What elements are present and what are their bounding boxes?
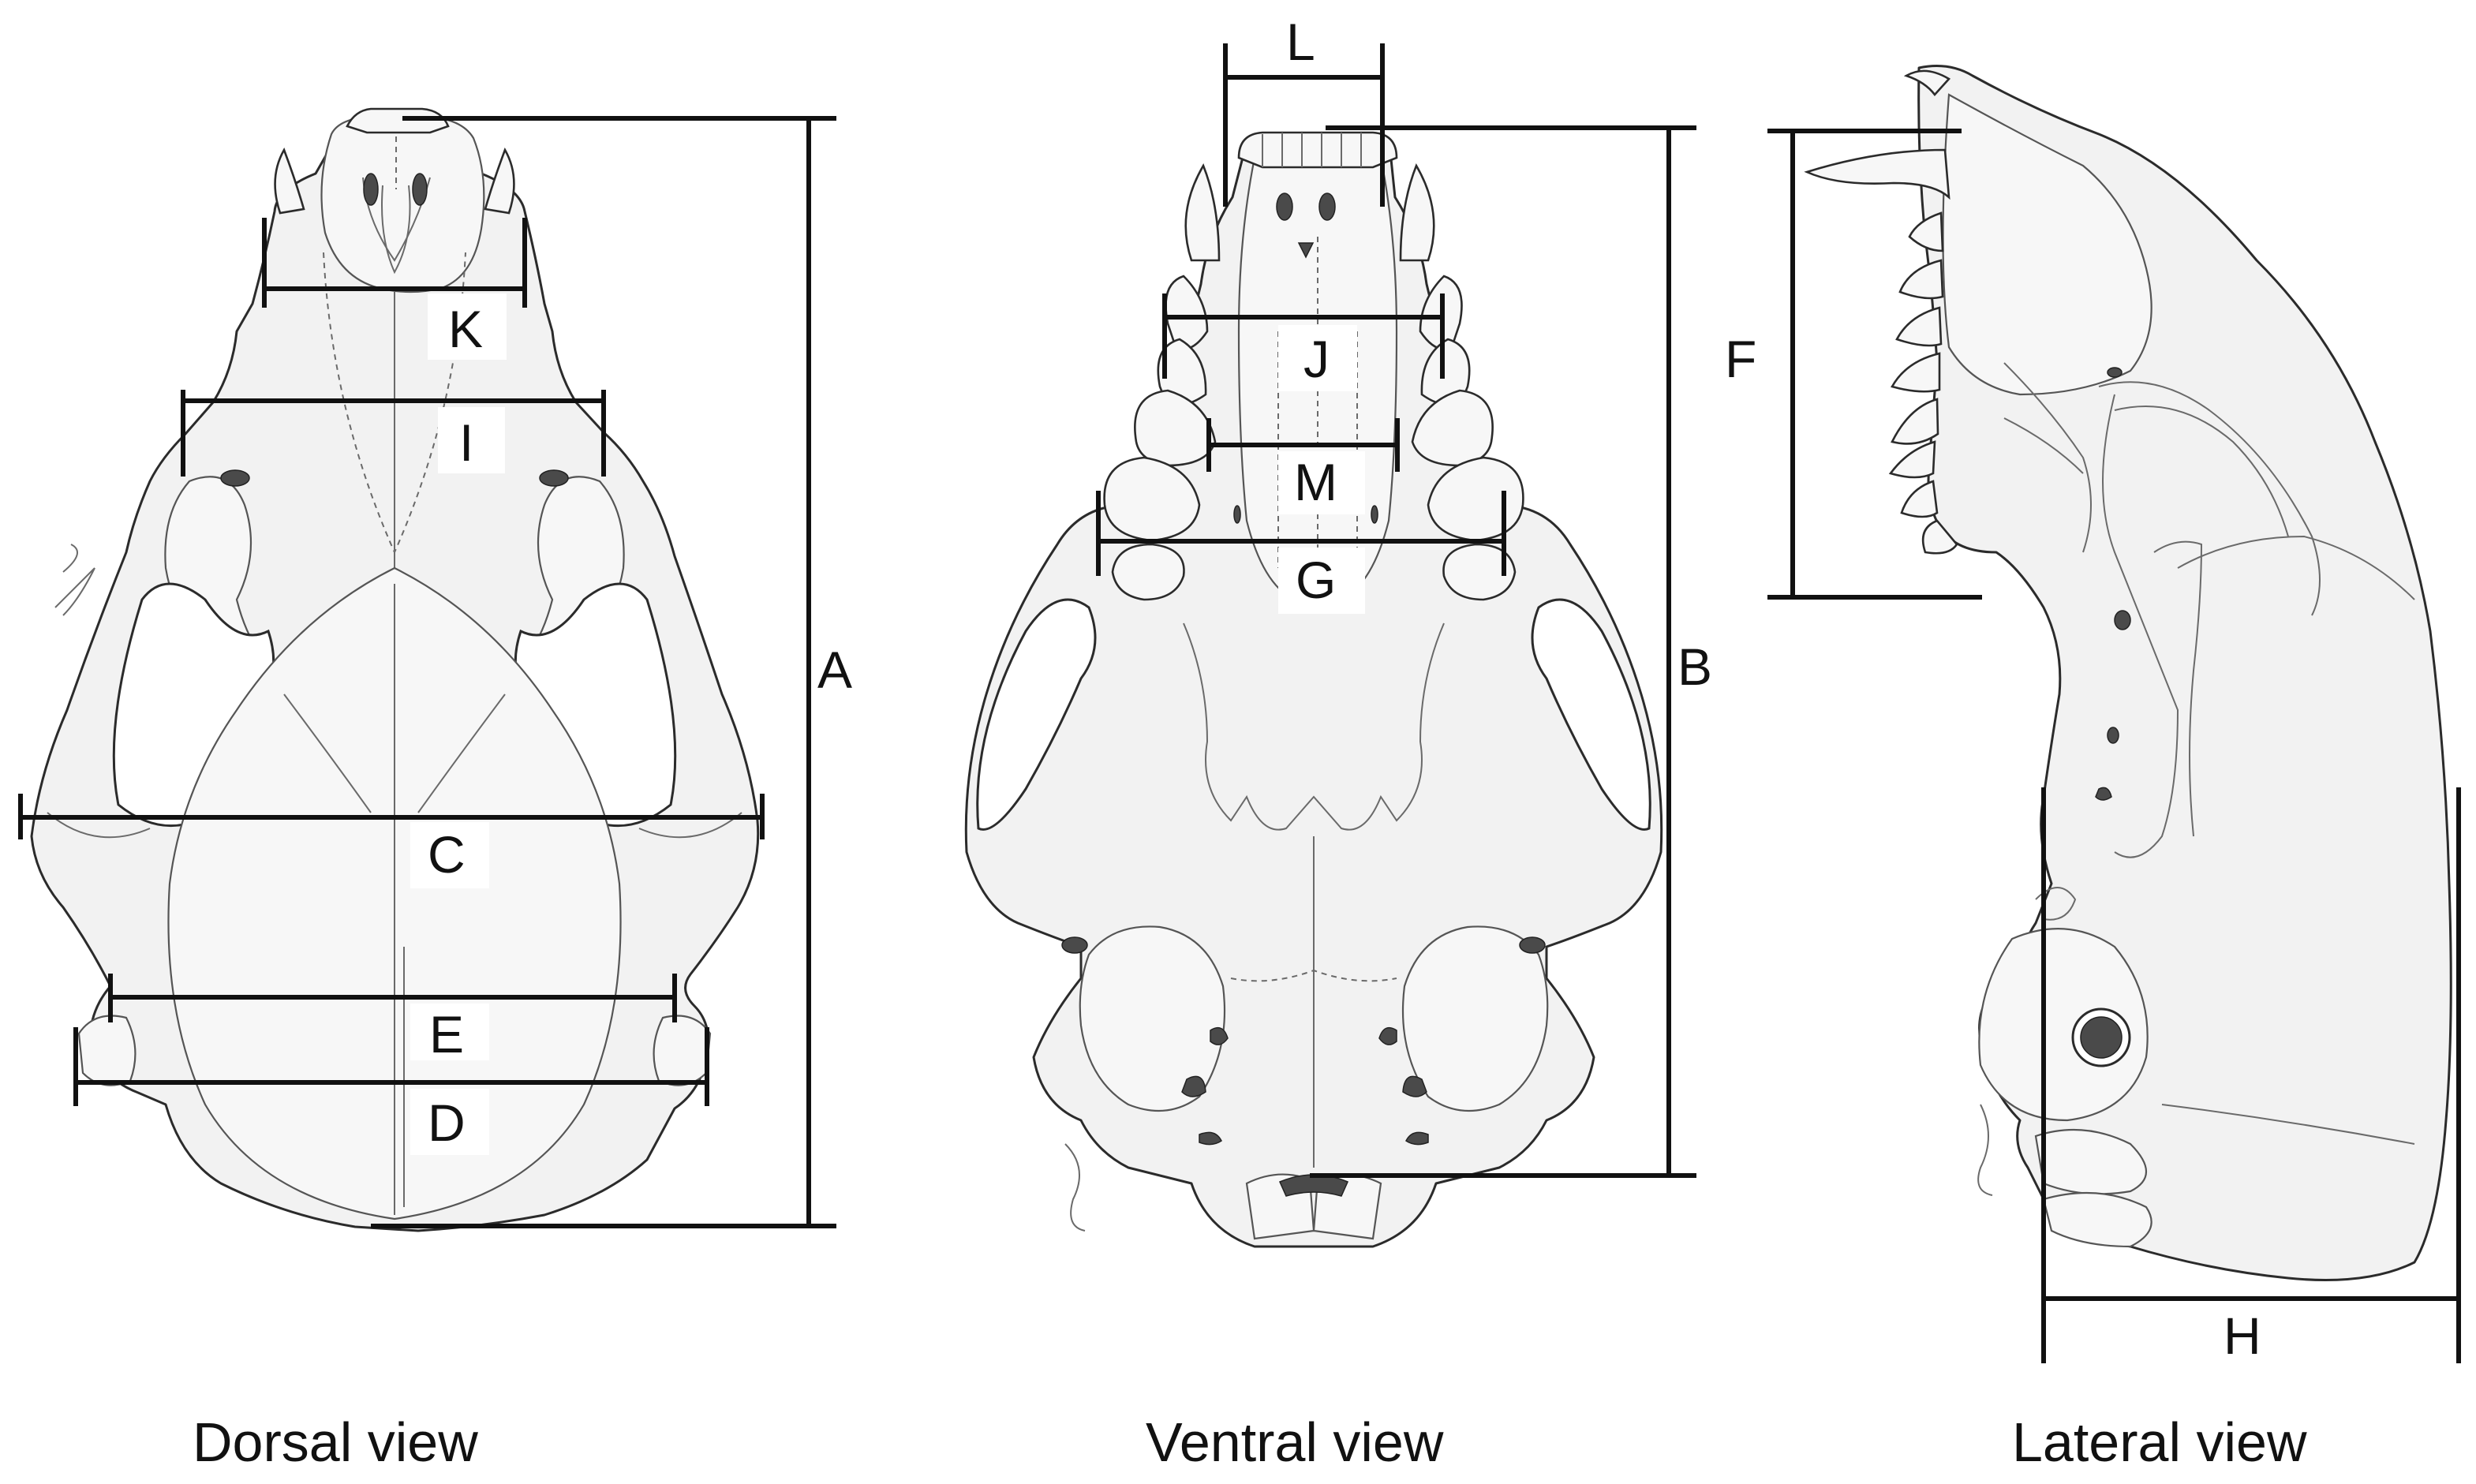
dorsal-view-skull [30, 107, 760, 1232]
caption-ventral-view: Ventral view [1146, 1411, 1444, 1473]
label-f: F [1725, 330, 1756, 388]
ventral-view-skull [964, 131, 1663, 1248]
label-a: A [817, 641, 852, 699]
ventral-labels: L J M G B [1278, 13, 1712, 696]
view-captions: Dorsal view Ventral view Lateral view [193, 1411, 2307, 1473]
label-c: C [428, 825, 466, 884]
dorsal-measurement-lines [18, 116, 836, 1228]
label-d: D [428, 1093, 466, 1152]
label-l: L [1286, 13, 1315, 71]
lateral-measurement-lines [1767, 129, 2461, 1363]
label-h: H [2224, 1306, 2261, 1365]
label-e: E [429, 1005, 464, 1063]
caption-lateral-view: Lateral view [2012, 1411, 2307, 1473]
label-b: B [1677, 637, 1712, 696]
caption-dorsal-view: Dorsal view [193, 1411, 478, 1473]
label-g: G [1296, 551, 1336, 609]
label-i: I [459, 413, 473, 472]
label-m: M [1294, 453, 1337, 511]
lateral-labels: F H [1725, 330, 2261, 1365]
dorsal-labels: K I C E D A [410, 293, 852, 1155]
label-k: K [448, 300, 483, 358]
lateral-view-skull [1804, 65, 2452, 1281]
ventral-measurement-lines [1096, 43, 1696, 1178]
label-j: J [1303, 330, 1330, 388]
